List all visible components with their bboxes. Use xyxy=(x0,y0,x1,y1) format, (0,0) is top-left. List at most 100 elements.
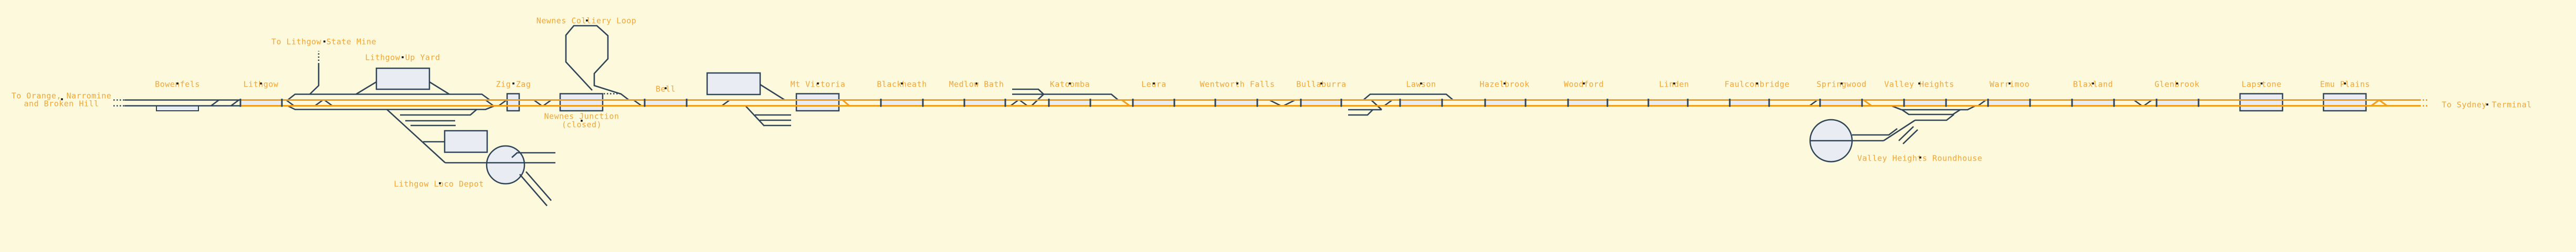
terminus-marker-east xyxy=(2486,103,2488,106)
crossover-5 xyxy=(485,99,494,107)
platform-end-tick xyxy=(1340,99,1342,107)
crossover-3 xyxy=(314,99,323,107)
platform-linden xyxy=(1647,99,1689,107)
station-marker-zig-zag xyxy=(512,82,514,85)
platform-surface xyxy=(1400,101,1442,105)
station-label-newnes-junction: Newnes Junction xyxy=(544,112,619,121)
platform-end-tick xyxy=(1399,99,1401,107)
crossover-17 xyxy=(1978,99,1986,107)
crossover-15 xyxy=(1384,99,1393,107)
platform-surface xyxy=(645,101,687,105)
platform-end-tick xyxy=(880,99,882,107)
platform-end-tick xyxy=(1729,99,1731,107)
track-valley-heights-yard-1 xyxy=(1901,105,1976,111)
crossover-emu-plains-east xyxy=(2371,99,2388,107)
lithgow-loco-shed xyxy=(444,130,488,153)
platform-surface xyxy=(1820,101,1862,105)
crossover-16 xyxy=(1809,99,1818,107)
platform-surface xyxy=(1904,101,1946,105)
station-marker-glenbrook xyxy=(2176,82,2178,85)
platform-surface xyxy=(1730,101,1769,105)
station-marker-wentworth-falls xyxy=(1236,82,1238,85)
platform-newnes-junction xyxy=(559,93,604,112)
platform-surface xyxy=(2072,101,2114,105)
track-lawson-siding-lead xyxy=(1371,99,1382,110)
platform-lawson xyxy=(1399,99,1443,107)
facility-label-lithgow-loco-depot: Lithgow Loco Depot xyxy=(394,180,484,189)
platform-wentworth-falls xyxy=(1214,99,1258,107)
crossover-13 xyxy=(1269,99,1281,107)
platform-bullaburra xyxy=(1300,99,1342,107)
station-marker-lithgow xyxy=(260,82,262,85)
platform-katoomba xyxy=(1048,99,1091,107)
platform-end-tick xyxy=(1647,99,1649,107)
platform-end-tick xyxy=(922,99,924,107)
terminus-label-west-line2: and Broken Hill xyxy=(24,99,99,109)
platform-glenbrook xyxy=(2156,99,2200,107)
track-lithgow-loop-below xyxy=(287,105,495,110)
track-katoomba-loop xyxy=(1012,93,1119,101)
track-up-yard-lead-west xyxy=(355,81,377,95)
platform-end-tick xyxy=(644,99,646,107)
platform-end-tick xyxy=(1524,99,1527,107)
platform-end-tick xyxy=(1004,99,1006,107)
crossover-18 xyxy=(2133,99,2142,107)
track-lithgow-loop-above xyxy=(287,93,490,101)
crossover-9 xyxy=(633,99,642,107)
platform-bell xyxy=(644,99,688,107)
station-sublabel-newnes-junction: (closed) xyxy=(562,120,602,130)
facility-marker-lithgow-loco-depot xyxy=(439,182,441,184)
platform-end-tick xyxy=(1903,99,1905,107)
platform-surface xyxy=(1215,101,1257,105)
platform-end-tick xyxy=(1256,99,1258,107)
platform-end-tick xyxy=(686,99,688,107)
platform-surface xyxy=(1568,101,1607,105)
track-lithgow-siding-1 xyxy=(400,109,477,116)
platform-end-tick xyxy=(281,99,283,107)
platform-end-tick xyxy=(2029,99,2031,107)
crossover-0 xyxy=(211,99,219,107)
facility-marker-lithgow-up-yard xyxy=(402,56,404,58)
crossover-mt-victoria-east xyxy=(842,99,850,107)
platform-surface xyxy=(1988,101,2030,105)
platform-surface xyxy=(1301,101,1341,105)
platform-end-tick xyxy=(1214,99,1216,107)
platform-surface xyxy=(1133,101,1174,105)
platform-end-tick xyxy=(1300,99,1302,107)
platform-end-tick xyxy=(239,99,241,107)
platform-springwood xyxy=(1819,99,1863,107)
crossover-4 xyxy=(324,99,333,107)
track-lawson-loop xyxy=(1363,93,1454,101)
station-marker-valley-heights xyxy=(1918,82,1920,85)
station-marker-faulconbridge xyxy=(1756,82,1758,85)
station-marker-lapstone xyxy=(2260,82,2263,85)
crossover-12 xyxy=(1019,99,1028,107)
platform-warrimoo xyxy=(1987,99,2031,107)
platform-end-tick xyxy=(1048,99,1050,107)
platform-end-tick xyxy=(1173,99,1175,107)
platform-woodford xyxy=(1567,99,1608,107)
platform-blackheath xyxy=(880,99,924,107)
lithgow-up-yard xyxy=(375,67,430,90)
crossover-19 xyxy=(2143,99,2152,107)
platform-surface xyxy=(1648,101,1688,105)
track-loco-depot-road-2 xyxy=(511,152,555,158)
crossover-2 xyxy=(286,99,295,107)
platform-end-tick xyxy=(2156,99,2158,107)
station-marker-warrimoo xyxy=(2009,82,2011,85)
platform-faulconbridge xyxy=(1729,99,1770,107)
platform-emu-plains xyxy=(2322,93,2367,112)
platform-end-tick xyxy=(1567,99,1569,107)
crossover-8 xyxy=(543,99,552,107)
platform-surface xyxy=(881,101,923,105)
platform-end-tick xyxy=(1484,99,1486,107)
track-valley-heights-yard-3 xyxy=(1915,113,1954,121)
crossover-1 xyxy=(230,99,239,107)
platform-end-tick xyxy=(1987,99,1989,107)
facility-marker-valley-heights-roundhouse xyxy=(1919,156,1921,159)
station-marker-katoomba xyxy=(1069,82,1071,85)
lithgow-turntable xyxy=(486,145,525,185)
station-marker-leura xyxy=(1153,82,1155,85)
